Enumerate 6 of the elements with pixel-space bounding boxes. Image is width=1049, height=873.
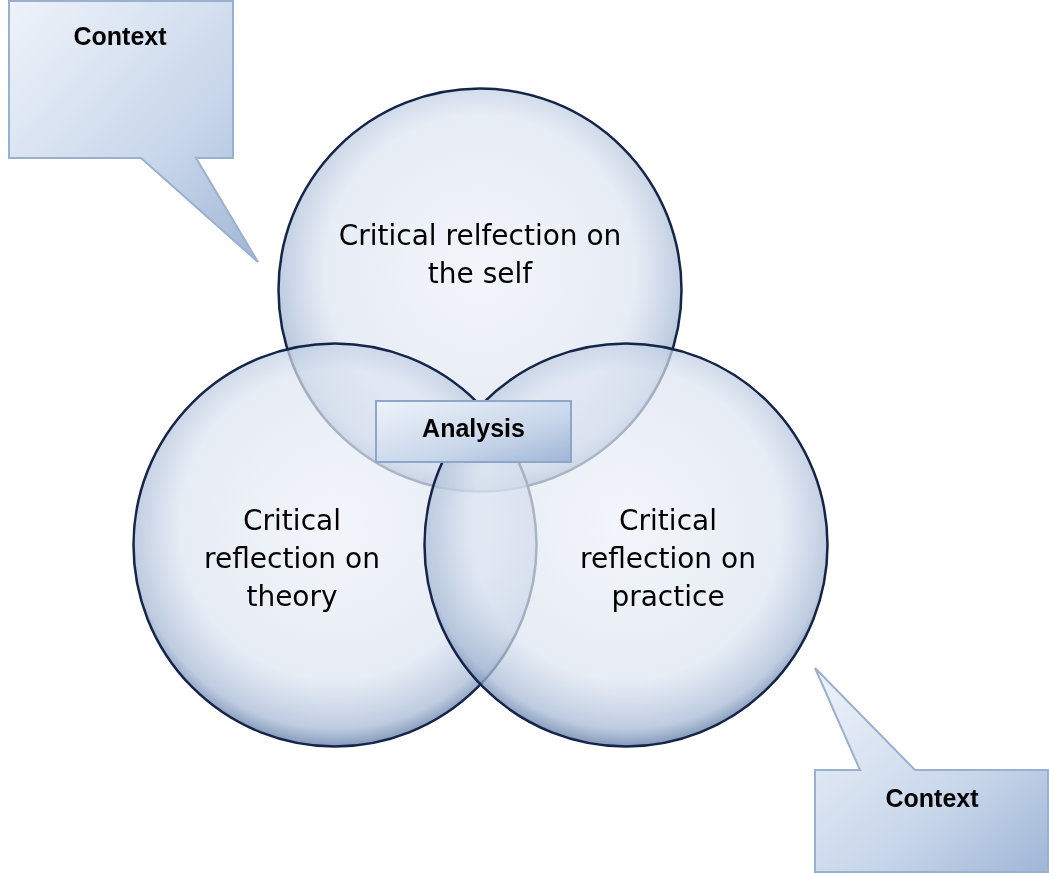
circle-label: Critical reflection on theory xyxy=(203,503,381,615)
callout-label: Context xyxy=(72,22,168,51)
circle-label: Critical reflection on practice xyxy=(579,503,757,615)
callout-label: Context xyxy=(884,784,980,813)
box-label: Analysis xyxy=(421,414,526,443)
circle-label: Critical relfection on the self xyxy=(337,218,623,292)
